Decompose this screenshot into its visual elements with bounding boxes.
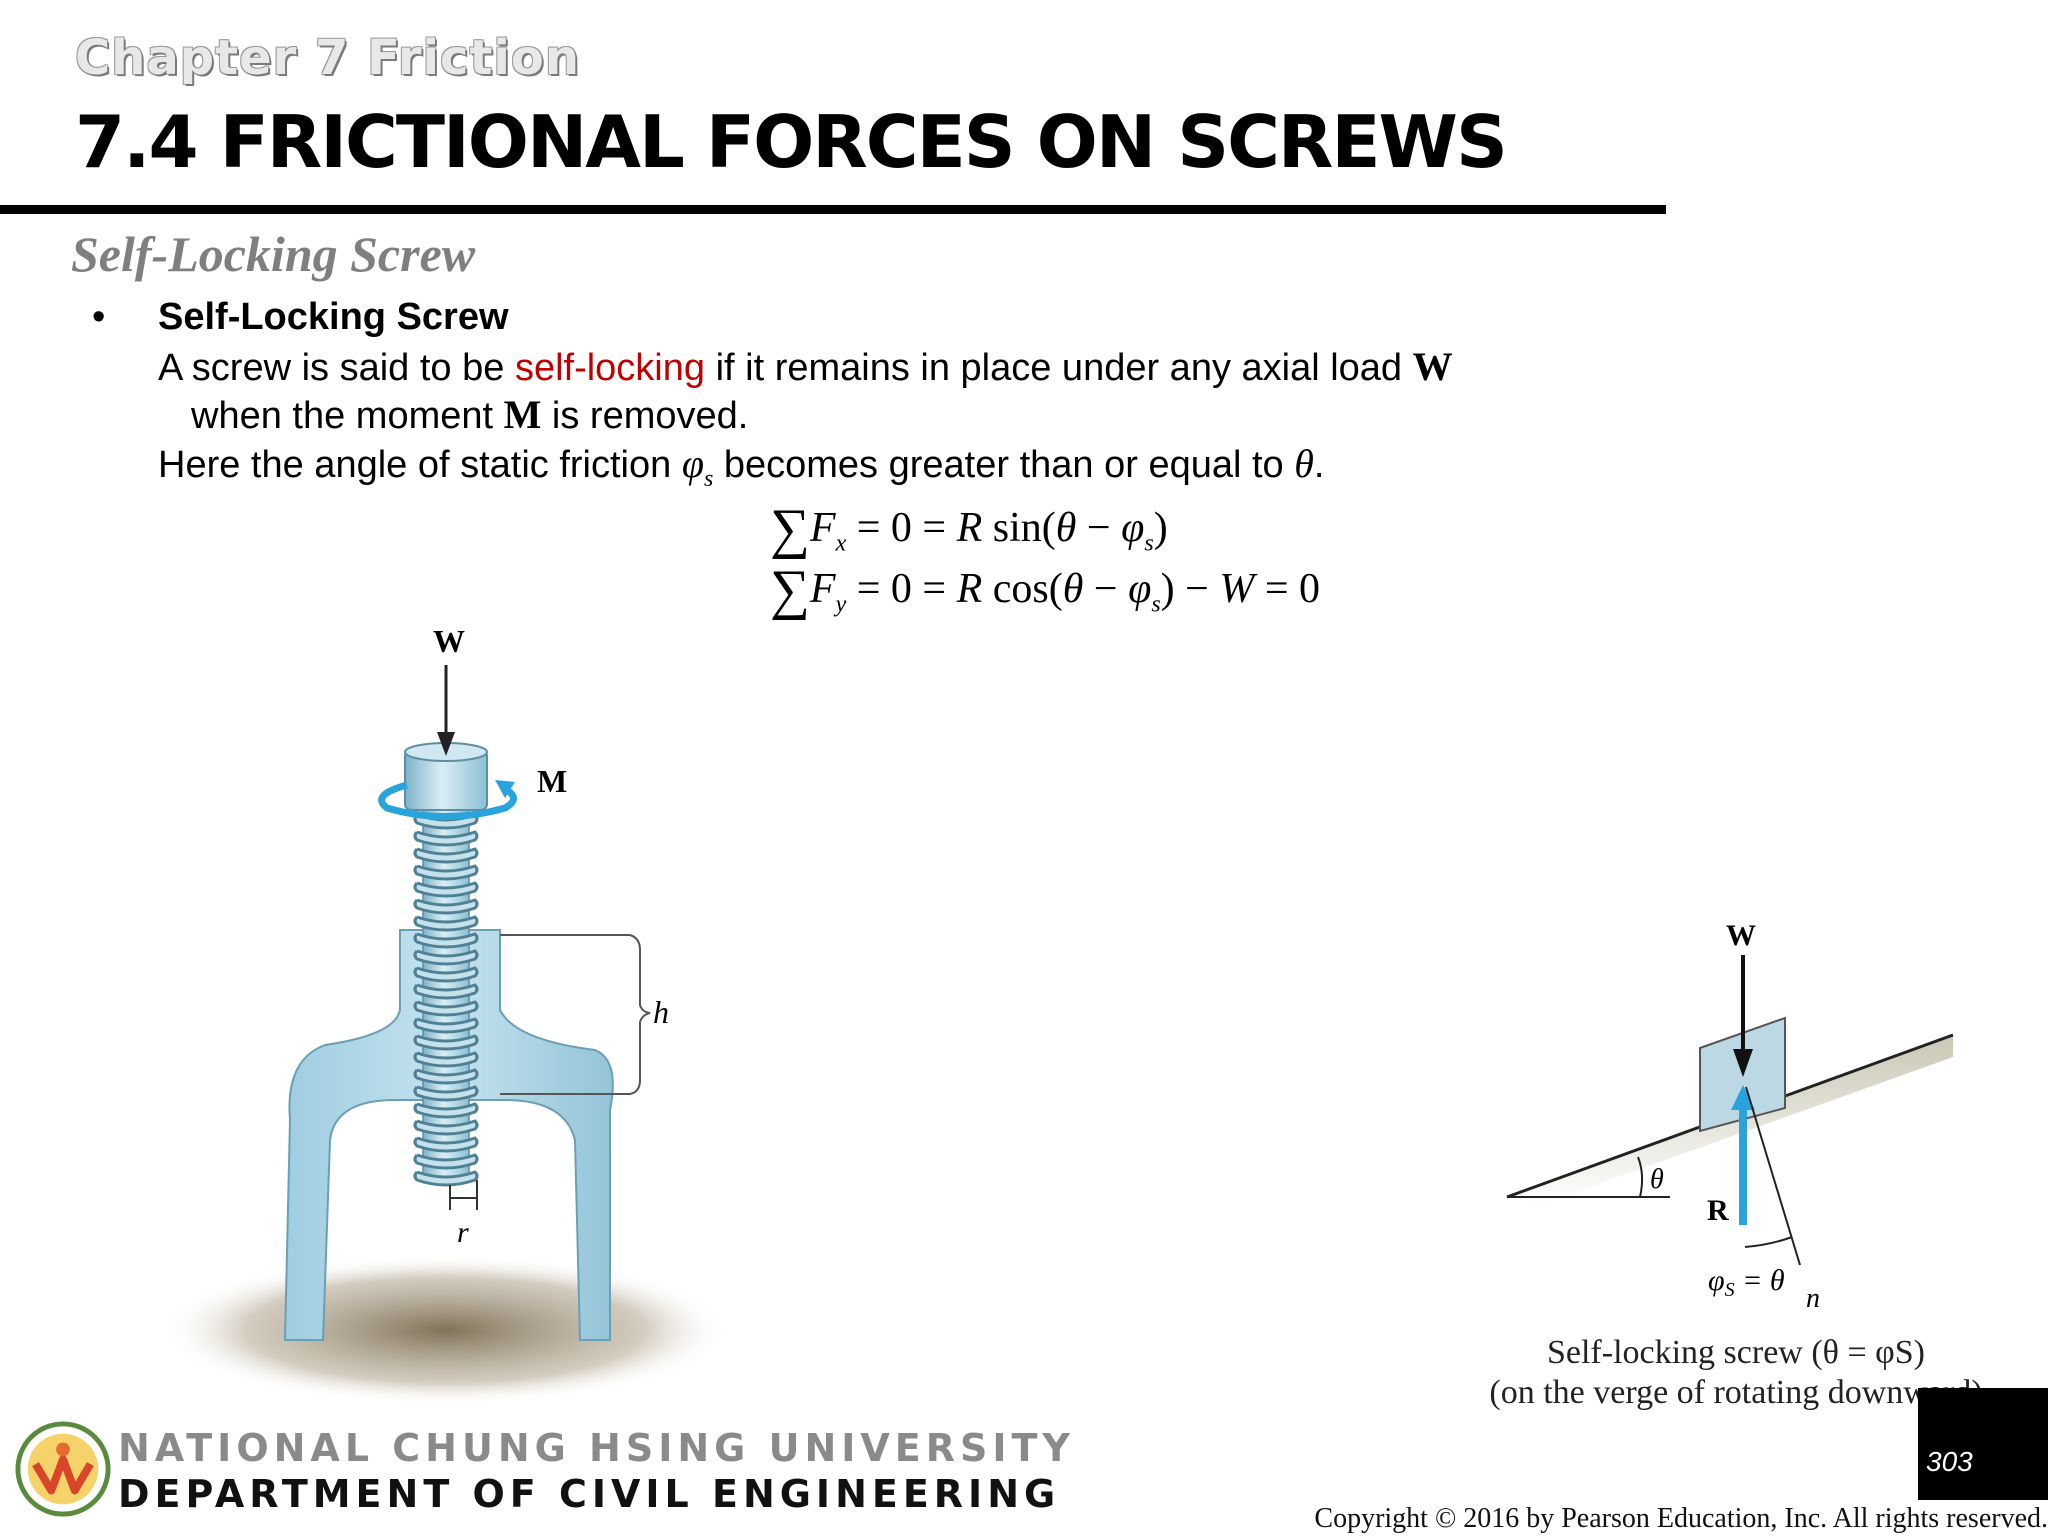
thread-ridge: [413, 949, 479, 966]
thread-ridge: [413, 1119, 479, 1136]
thread-ridge: [413, 966, 479, 983]
incline-label-n: n: [1806, 1283, 1820, 1314]
incline-label-R: R: [1707, 1194, 1729, 1227]
screw-label-W: W: [433, 623, 465, 659]
page-number-box: [1918, 1388, 2048, 1500]
screw-label-M: M: [537, 763, 567, 799]
thread-ridge: [413, 881, 479, 898]
body-line-3: Here the angle of static friction φs bec…: [158, 441, 1325, 492]
thread-ridge: [413, 915, 479, 932]
screw-jack-figure: W M h r: [160, 623, 730, 1405]
caption-line-2: (on the verge of rotating downward): [1489, 1374, 1983, 1411]
screw-label-r: r: [457, 1216, 469, 1249]
caption-line-1: Self-locking screw (θ = φS): [1546, 1334, 1925, 1371]
bullet-heading: Self-Locking Screw: [158, 296, 509, 338]
thread-ridge: [413, 1017, 479, 1034]
department-name: DEPARTMENT OF CIVIL ENGINEERING: [118, 1472, 1061, 1516]
thread-ridge: [413, 1170, 479, 1187]
ground-shadow: [160, 1255, 730, 1405]
moment-arrow-icon: [378, 781, 517, 820]
moment-symbol: M: [503, 392, 542, 437]
title-divider: [0, 205, 1666, 214]
thread-ridge: [413, 1102, 479, 1119]
h-dimension-bracket: [500, 934, 651, 1095]
slide-title: 7.4 FRICTIONAL FORCES ON SCREWS: [75, 100, 1508, 184]
load-symbol: W: [1412, 344, 1453, 389]
screw-thread: [413, 804, 479, 1187]
thread-ridge: [413, 1085, 479, 1102]
equation-sum-fy: ∑Fy = 0 = R cos(θ − φs) − W = 0: [770, 559, 1321, 621]
reaction-arrow-icon: [1731, 1085, 1755, 1110]
chapter-title: Chapter 7 Friction: [75, 30, 580, 86]
page-number: 303: [1926, 1446, 1973, 1477]
screw-label-h: h: [653, 994, 669, 1030]
incline-label-phi: φS = θ: [1708, 1264, 1785, 1301]
load-arrow-icon: [437, 732, 455, 756]
thread-ridge: [413, 1034, 479, 1051]
self-locking-incline-figure: θ W R n φS = θ: [1506, 919, 1954, 1314]
body-line-2: when the moment M is removed.: [191, 392, 749, 437]
thread-ridge: [413, 847, 479, 864]
bullet-marker: •: [92, 296, 106, 338]
incline-label-theta: θ: [1650, 1164, 1664, 1195]
theta-symbol: θ: [1294, 441, 1314, 486]
university-logo-icon: [15, 1421, 111, 1517]
thread-ridge: [413, 1136, 479, 1153]
thread-ridge: [413, 1153, 479, 1170]
thread-ridge: [413, 830, 479, 847]
section-subtitle: Self-Locking Screw: [71, 226, 476, 282]
university-name: NATIONAL CHUNG HSING UNIVERSITY: [118, 1426, 1075, 1470]
thread-ridge: [413, 932, 479, 949]
thread-ridge: [413, 898, 479, 915]
body-line-1: A screw is said to be self-locking if it…: [158, 344, 1453, 389]
self-locking-term: self-locking: [514, 347, 706, 389]
thread-ridge: [413, 1068, 479, 1085]
incline-caption: Self-locking screw (θ = φS) (on the verg…: [1466, 1333, 2006, 1413]
incline-load-arrow-icon: [1733, 1049, 1753, 1077]
thread-ridge: [413, 1000, 479, 1017]
copyright-notice: Copyright © 2016 by Pearson Education, I…: [1314, 1503, 2048, 1534]
thread-ridge: [413, 864, 479, 881]
thread-ridge: [413, 983, 479, 1000]
friction-angle-symbol: φs: [681, 441, 714, 492]
thread-ridge: [413, 1051, 479, 1068]
equation-sum-fx: ∑Fx = 0 = R sin(θ − φs): [770, 498, 1168, 560]
incline-label-W: W: [1726, 919, 1756, 952]
